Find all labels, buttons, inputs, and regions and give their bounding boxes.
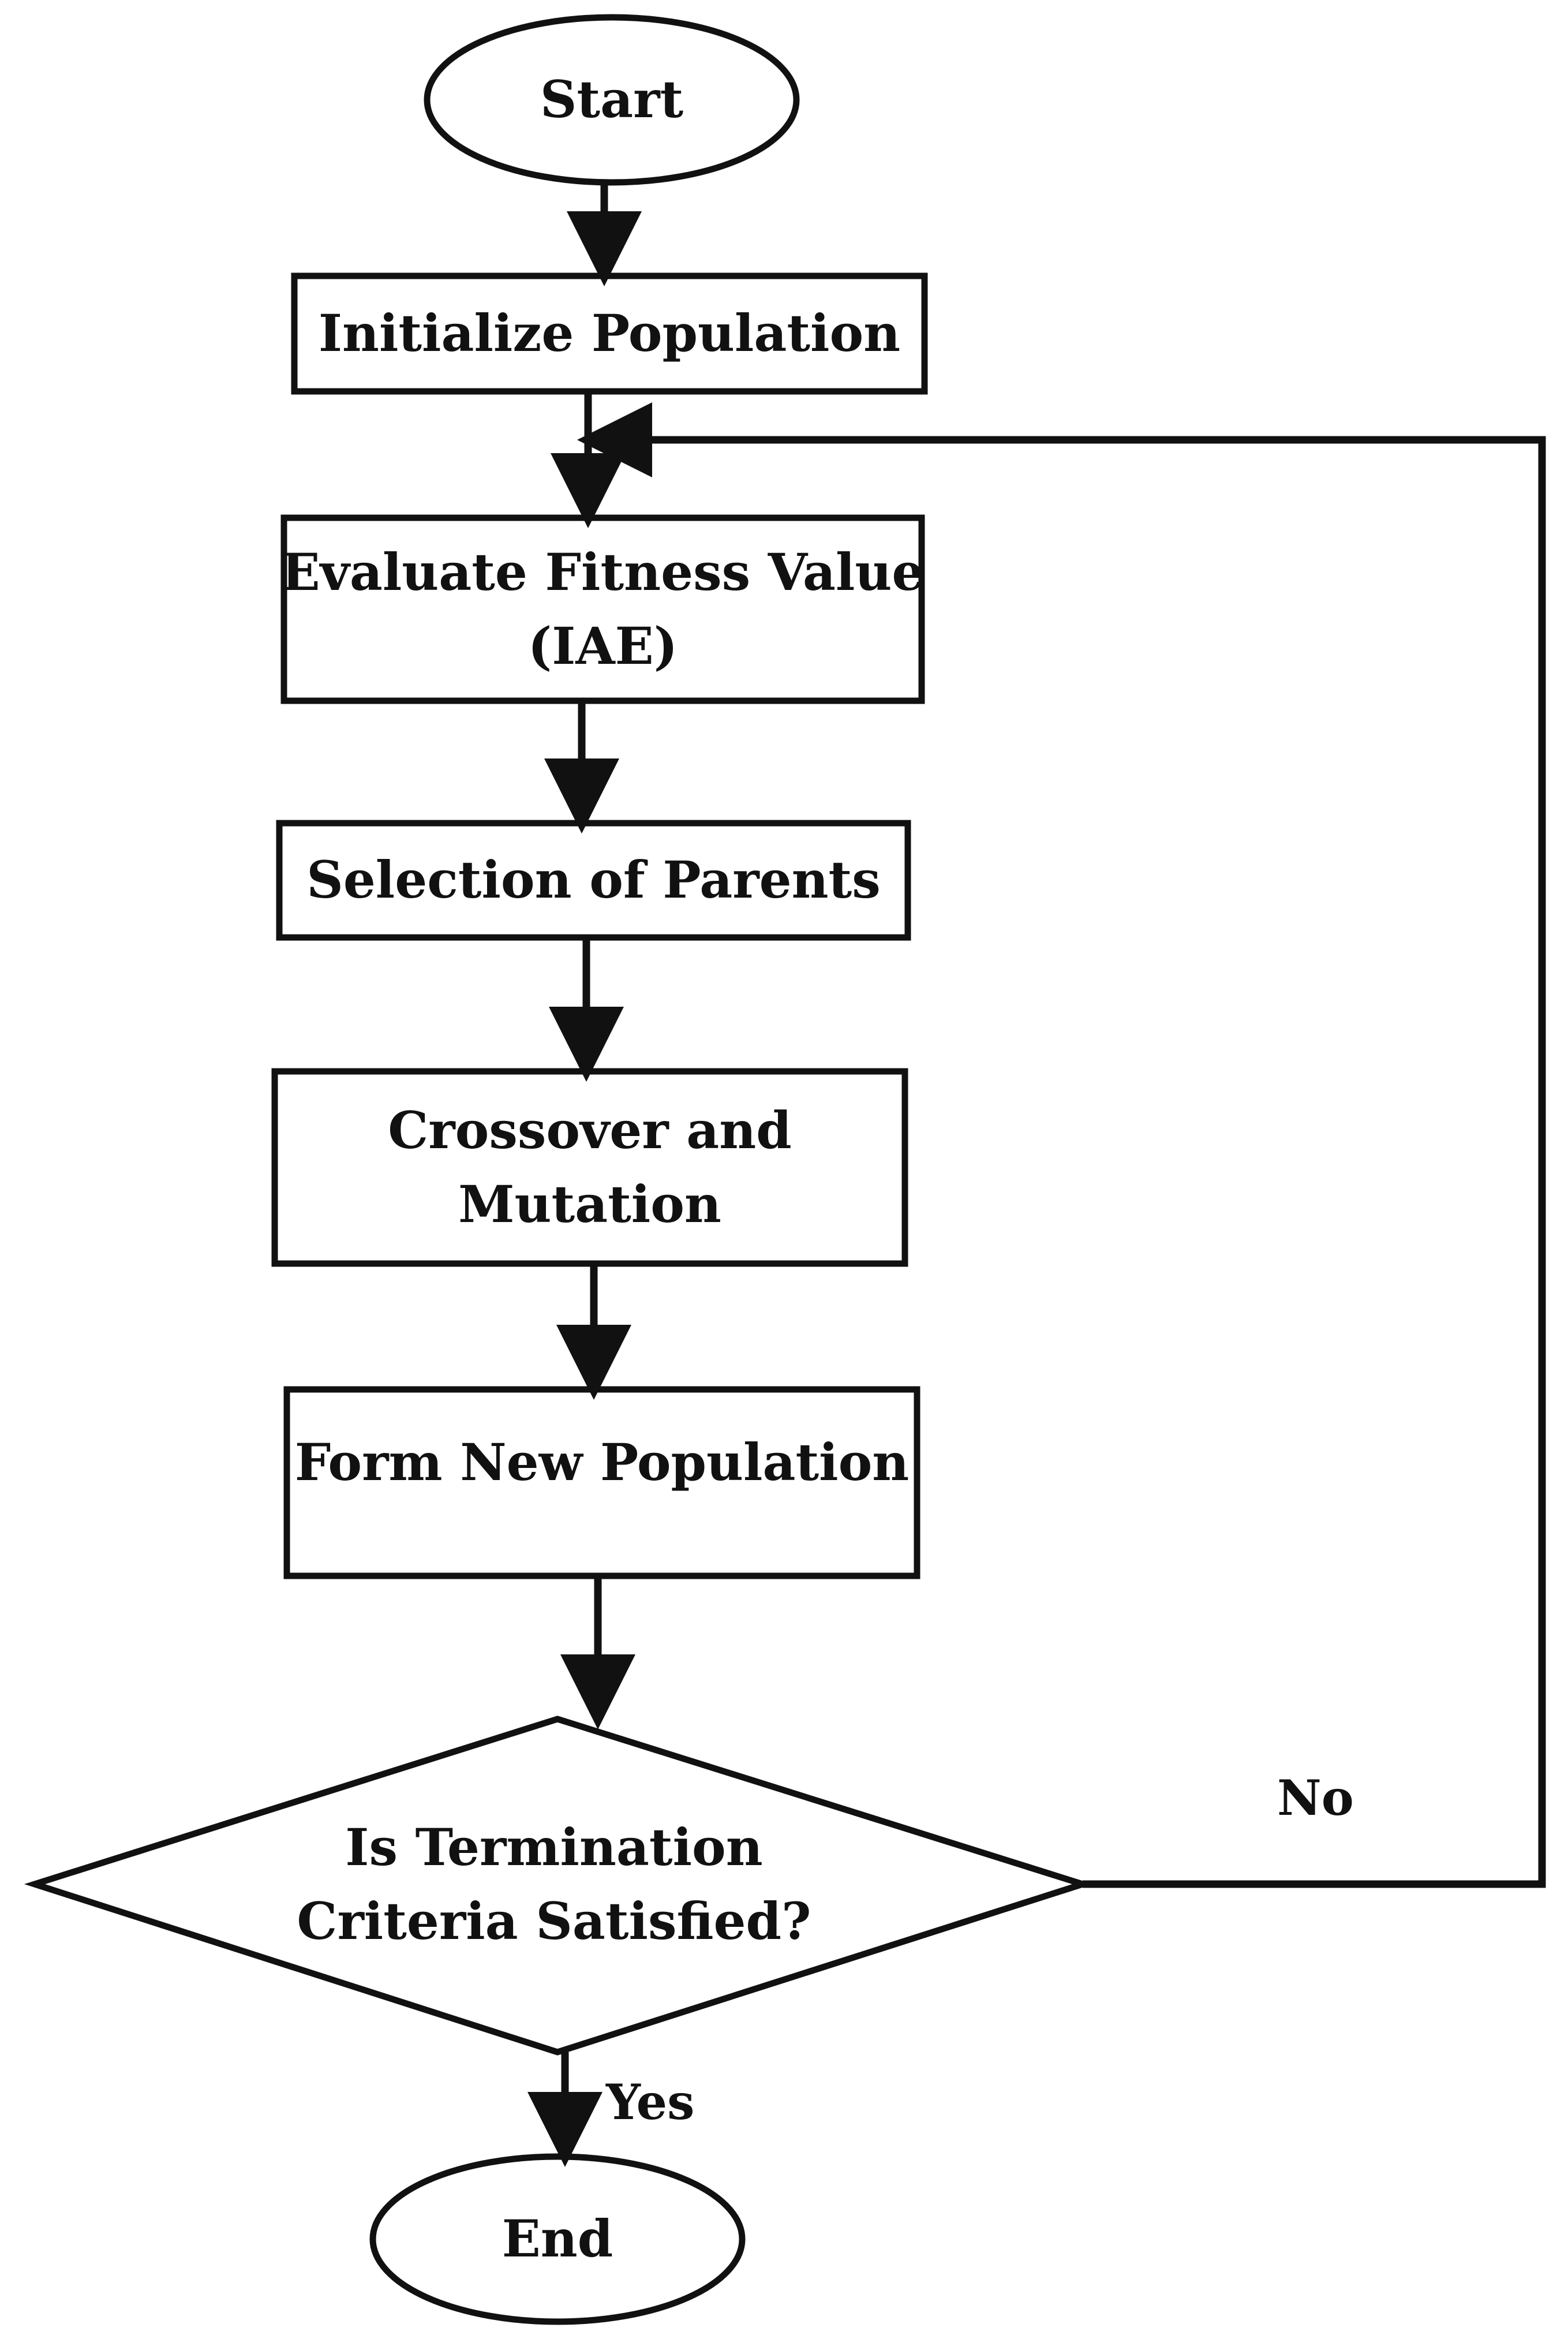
start-label: Start: [540, 69, 684, 130]
no-label: No: [1277, 1769, 1354, 1826]
form-label: Form New Population: [294, 1432, 910, 1492]
end-label: End: [502, 2209, 613, 2269]
evaluate-label: Evaluate Fitness Value (IAE): [281, 541, 925, 676]
edge-decision-evaluate-no: [577, 402, 1546, 1888]
crossover-label: Crossover and Mutation: [388, 1100, 792, 1234]
start-node: [424, 14, 800, 186]
decision-label: Is Termination Criteria Satisfied?: [297, 1817, 811, 1951]
init-label: Initialize Population: [318, 303, 901, 364]
decision-node: [24, 1716, 1094, 2056]
yes-label: Yes: [606, 2073, 695, 2131]
selection-label: Selection of Parents: [306, 850, 881, 910]
